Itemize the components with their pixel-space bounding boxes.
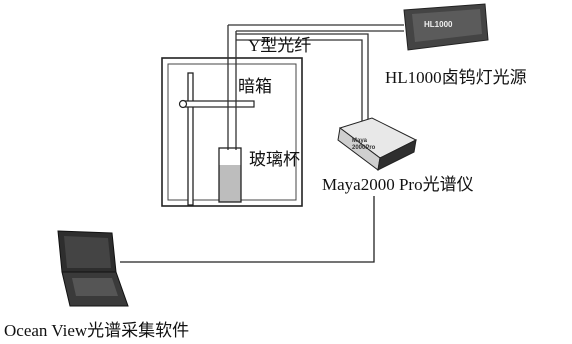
beaker-label: 玻璃杯 <box>249 150 300 169</box>
y-fiber <box>227 24 404 150</box>
stand-knob <box>178 99 188 109</box>
beaker-liquid <box>219 165 241 202</box>
spectrometer-logo-line1: Maya <box>352 138 368 144</box>
light-source-label: HL1000卤钨灯光源 <box>385 68 527 87</box>
spectrometer-device: Maya 2000Pro <box>337 117 418 171</box>
beaker-glass <box>218 147 242 203</box>
spectrometer-label: Maya2000 Pro光谱仪 <box>322 175 474 194</box>
light-source-device: HL1000 <box>403 3 489 51</box>
light-source-model-label: HL1000 <box>424 20 453 29</box>
stand-pole <box>187 72 194 206</box>
software-label: Ocean View光谱采集软件 <box>4 321 190 340</box>
y-fiber-label: Y型光纤 <box>248 36 312 55</box>
spectrometer-logo-line2: 2000Pro <box>352 145 376 151</box>
dark-box-label: 暗箱 <box>238 77 272 96</box>
laptop <box>57 230 129 307</box>
stand-arm <box>181 100 255 108</box>
dark-box-outer <box>161 57 303 207</box>
spectrometer-side <box>377 139 417 171</box>
beaker <box>218 147 242 203</box>
fiber-to-spectrometer <box>236 33 369 126</box>
usb-cable <box>120 196 375 263</box>
probe-stand <box>178 72 255 206</box>
